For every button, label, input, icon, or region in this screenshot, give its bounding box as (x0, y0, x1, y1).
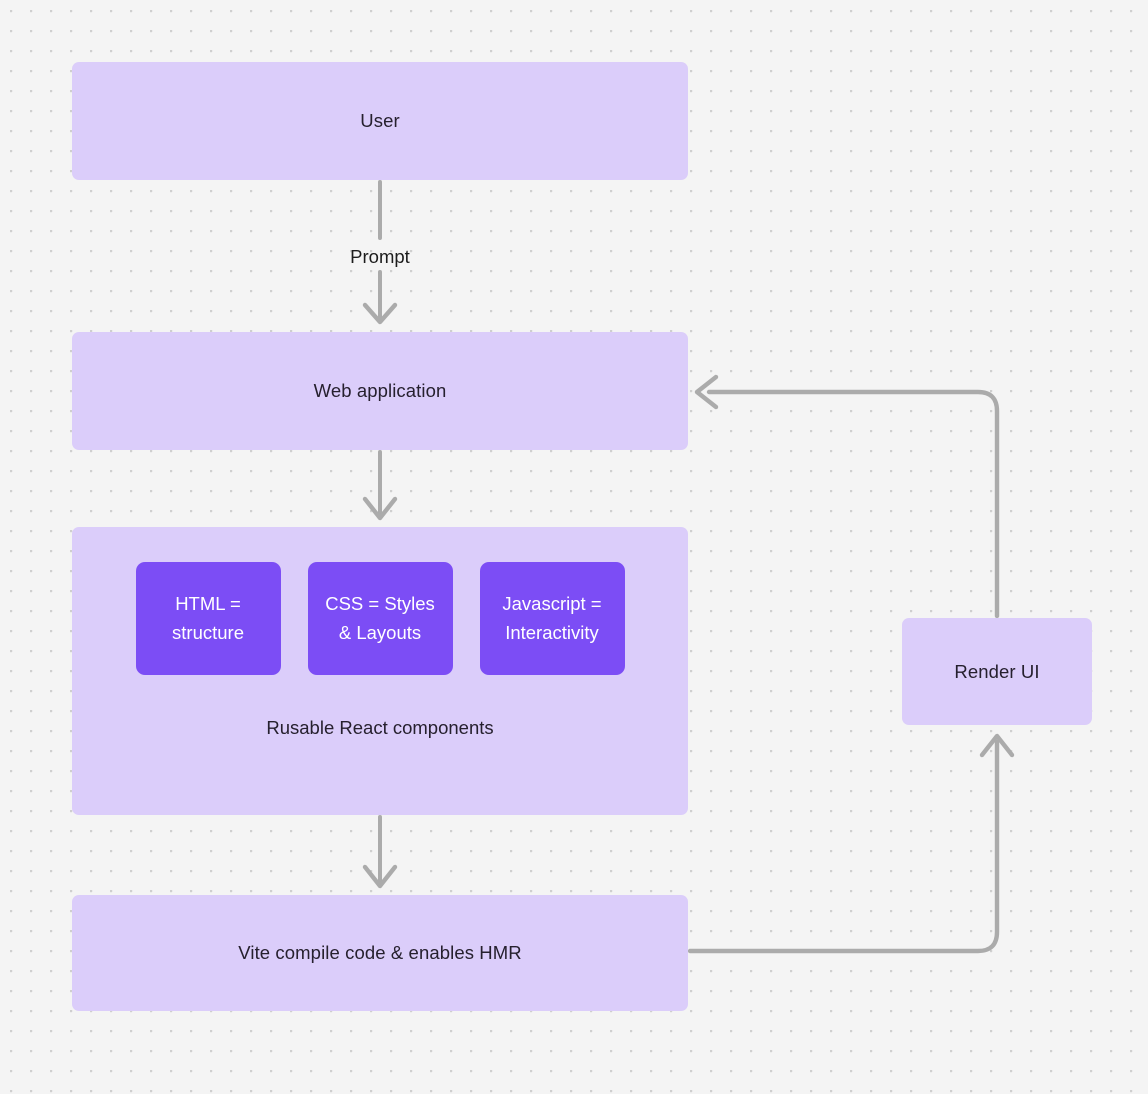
chip-row: HTML = structure CSS = Styles & Layouts … (72, 562, 688, 675)
chip-javascript-label: Javascript = Interactivity (502, 592, 602, 643)
chip-css[interactable]: CSS = Styles & Layouts (307, 562, 453, 675)
node-render-ui[interactable]: Render UI (902, 618, 1092, 725)
node-web-application-label: Web application (313, 380, 447, 402)
node-reusable-react-components-label: Rusable React components (266, 717, 494, 738)
chip-javascript[interactable]: Javascript = Interactivity (479, 562, 625, 675)
node-user[interactable]: User (72, 62, 688, 180)
node-reusable-react-components[interactable]: HTML = structure CSS = Styles & Layouts … (72, 527, 688, 815)
edge-webapp-to-components (362, 450, 398, 521)
chip-css-label: CSS = Styles & Layouts (325, 592, 435, 643)
node-render-ui-label: Render UI (954, 660, 1040, 682)
edge-components-to-vite (362, 815, 398, 889)
chip-html[interactable]: HTML = structure (135, 562, 281, 675)
edge-vite-to-render (687, 733, 1015, 954)
chip-html-label: HTML = structure (172, 592, 244, 643)
edge-label-prompt: Prompt (350, 246, 410, 267)
node-vite-compile-label: Vite compile code & enables HMR (238, 942, 522, 964)
node-vite-compile[interactable]: Vite compile code & enables HMR (72, 895, 688, 1011)
node-user-label: User (360, 110, 400, 132)
node-web-application[interactable]: Web application (72, 332, 688, 450)
edge-render-to-webapp (694, 374, 1000, 619)
